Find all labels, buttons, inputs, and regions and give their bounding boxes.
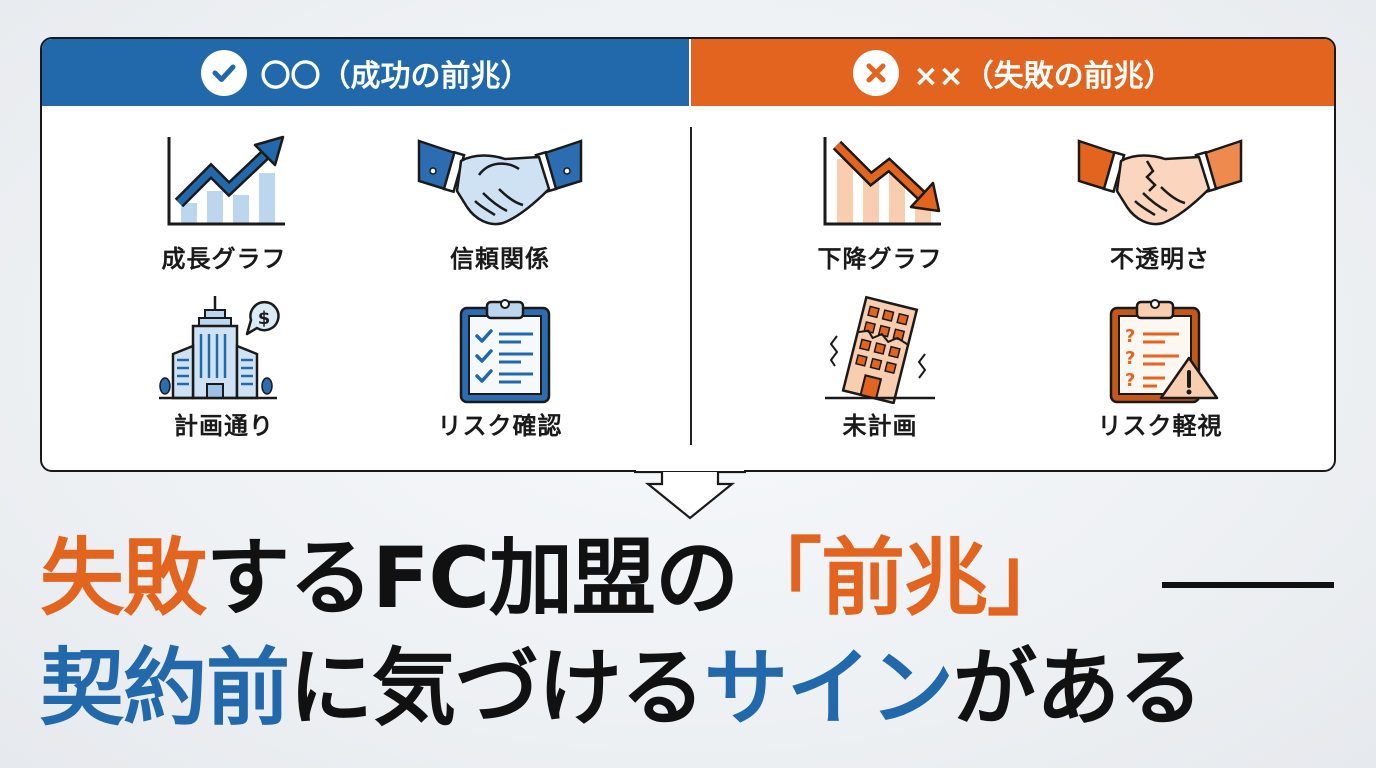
headline-line-2: 契約前に気づけるサインがある (40, 646, 1360, 730)
item-label: 下降グラフ (817, 245, 943, 273)
success-item-planned: $ 計画通り (124, 294, 324, 441)
svg-text:?: ? (1125, 370, 1135, 391)
checklist-clipboard-icon (459, 299, 551, 404)
item-label: リスク軽視 (1097, 412, 1223, 440)
failure-item-unplanned: 未計画 (780, 294, 980, 441)
office-building-dollar-icon: $ (159, 296, 280, 400)
success-header: 〇〇（成功の前兆） (42, 39, 689, 106)
decline-chart-icon (823, 137, 941, 226)
svg-text:?: ? (1125, 348, 1135, 369)
warning-clipboard-icon: ??? (1109, 299, 1219, 404)
success-item-risk-check: リスク確認 (400, 294, 600, 441)
headline-noticeable: に気づける (289, 639, 705, 737)
headline-fc-joining: するFC加盟の (206, 529, 739, 627)
column-divider (690, 127, 692, 445)
handshake-icon (417, 139, 583, 226)
headline-failure: 失敗 (40, 529, 207, 627)
item-label: 計画通り (174, 412, 274, 440)
item-label: 不透明さ (1110, 245, 1210, 273)
headline-before-contract: 契約前 (40, 639, 290, 737)
headline-dash (1162, 582, 1334, 588)
success-item-growth: 成長グラフ (124, 131, 324, 274)
headline-sign: サイン (704, 639, 954, 737)
collapsing-building-icon (825, 295, 935, 404)
failure-item-opacity: 不透明さ (1060, 131, 1260, 274)
svg-text:$: $ (258, 308, 271, 329)
failure-header-label: ××（失敗の前兆） (913, 58, 1174, 94)
comparison-panel: 〇〇（成功の前兆） ××（失敗の前兆） 成長グラフ (40, 37, 1336, 472)
broken-handshake-icon (1077, 139, 1243, 226)
failure-item-risk-neglect: ??? リスク軽視 (1060, 294, 1260, 441)
growth-chart-icon (167, 135, 285, 226)
headline-exists: がある (953, 639, 1203, 737)
failure-header: ××（失敗の前兆） (691, 39, 1334, 106)
item-label: 信頼関係 (450, 245, 550, 273)
success-item-trust: 信頼関係 (400, 131, 600, 274)
failure-item-decline: 下降グラフ (780, 131, 980, 274)
headline-omen: 「前兆」 (738, 529, 1071, 627)
item-label: 成長グラフ (161, 245, 287, 273)
down-arrow-icon (634, 466, 746, 520)
success-header-label: 〇〇（成功の前兆） (260, 58, 531, 94)
item-label: リスク確認 (437, 412, 563, 440)
header-separator (689, 39, 691, 106)
headline-line-1: 失敗するFC加盟の「前兆」 (40, 536, 1360, 620)
x-circle-icon (853, 49, 900, 96)
check-circle-icon (200, 49, 247, 96)
item-label: 未計画 (842, 412, 918, 440)
svg-text:?: ? (1125, 326, 1135, 347)
